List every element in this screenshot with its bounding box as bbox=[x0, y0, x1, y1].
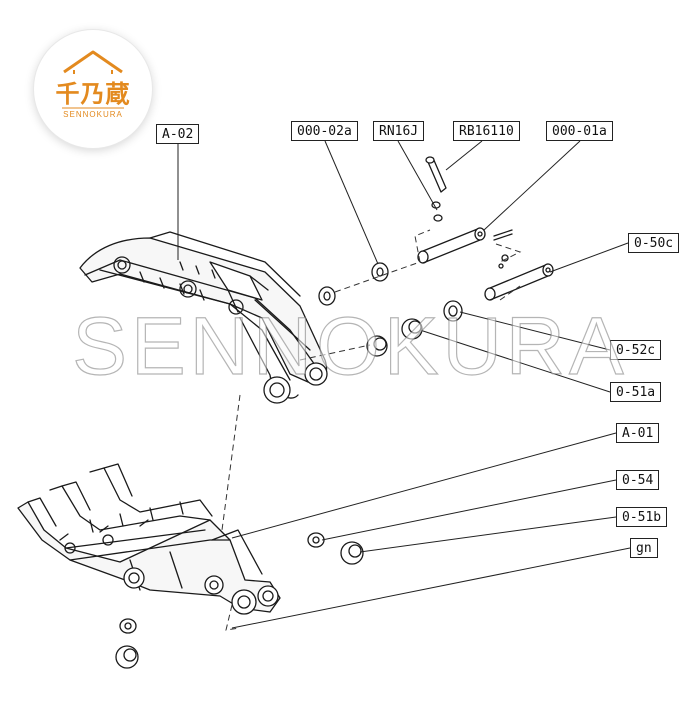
label-0-51b: 0-51b bbox=[616, 507, 668, 527]
label-rn16j: RN16J bbox=[373, 121, 425, 141]
label-000-02a: 000-02a bbox=[291, 121, 358, 141]
label-a01: A-01 bbox=[616, 423, 660, 443]
bushing-0-51a-drawing bbox=[366, 318, 423, 357]
pin-rb16110-drawing bbox=[425, 156, 447, 193]
pin-0-50c-drawing bbox=[484, 229, 554, 301]
arm-a01-drawing bbox=[17, 463, 281, 615]
bushing-0-51b-drawing bbox=[115, 541, 364, 669]
arm-a02-drawing bbox=[79, 231, 328, 404]
washer-000-02a-drawing bbox=[318, 262, 389, 306]
pin-000-01a-drawing bbox=[417, 227, 486, 264]
sennokura-logo: 千乃蔵 SENNOKURA bbox=[34, 30, 152, 148]
logo-subtitle: SENNOKURA bbox=[63, 110, 123, 119]
label-rb16110: RB16110 bbox=[453, 121, 520, 141]
label-0-54: 0-54 bbox=[616, 470, 660, 490]
ring-rn16j-drawing bbox=[431, 201, 443, 222]
label-a02: A-02 bbox=[156, 124, 200, 144]
fitting-0-54-drawing bbox=[119, 532, 325, 634]
roof-icon bbox=[62, 50, 124, 109]
logo-title: 千乃蔵 bbox=[55, 80, 131, 108]
label-0-50c: 0-50c bbox=[628, 233, 680, 253]
label-gn: gn bbox=[630, 538, 658, 558]
washer-0-52c-drawing bbox=[443, 300, 463, 322]
label-0-52c: 0-52c bbox=[610, 340, 662, 360]
label-0-51a: 0-51a bbox=[610, 382, 662, 402]
label-000-01a: 000-01a bbox=[546, 121, 613, 141]
